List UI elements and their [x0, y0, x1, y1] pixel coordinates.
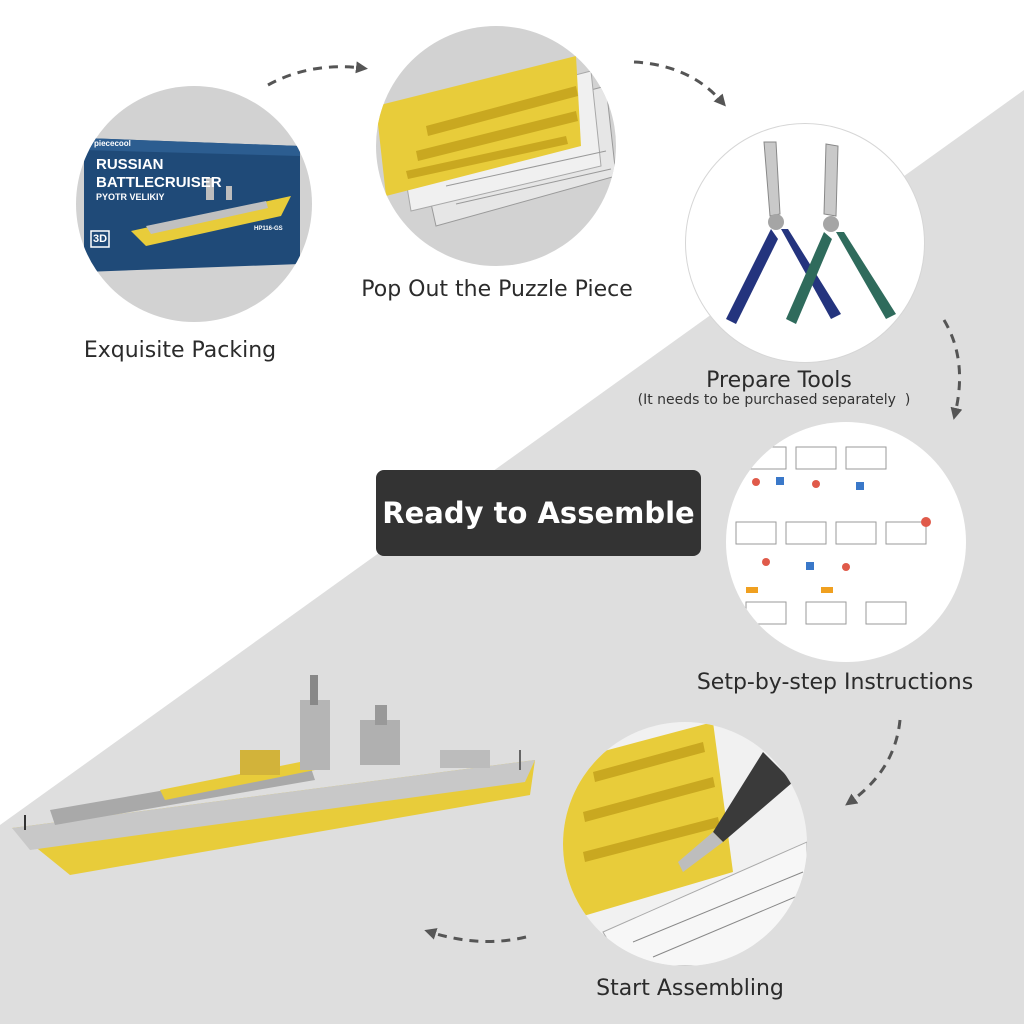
step-tools-image — [685, 123, 925, 363]
assembled-ship-model — [12, 675, 535, 875]
package-brand: piececool — [94, 139, 131, 148]
arrow-tools-to-instructions — [942, 319, 963, 420]
arrow-instructions-to-assembling — [845, 719, 902, 806]
arrow-assembling-to-ship — [424, 928, 527, 943]
step-pop-out-image — [376, 26, 616, 266]
metal-sheets-illustration — [376, 56, 616, 227]
step-instructions-image — [726, 422, 966, 662]
step-assembling-image — [563, 722, 807, 966]
pliers-icon — [726, 141, 896, 324]
assembling-illustration — [563, 722, 807, 966]
package-title-line2: BATTLECRUISER — [96, 174, 222, 191]
package-title-line1: RUSSIAN — [96, 156, 164, 173]
package-model-code: HP116-GS — [254, 226, 283, 232]
step-packing-label: Exquisite Packing — [83, 338, 277, 363]
step-tools-note: (It needs to be purchased separately ) — [637, 392, 911, 408]
ready-to-assemble-badge: Ready to Assemble — [376, 470, 701, 556]
step-assembling-label: Start Assembling — [596, 976, 784, 1001]
package-3d-badge: 3D — [93, 233, 108, 245]
package-subtitle: PYOTR VELIKIY — [96, 192, 165, 202]
step-tools-label: Prepare Tools — [706, 368, 852, 393]
step-packing-image: piececool RUSSIAN BATTLECRUISER PYOTR VE… — [76, 86, 312, 322]
arrow-packing-to-popout — [267, 61, 368, 87]
package-box-illustration — [84, 138, 300, 272]
step-instructions-label: Setp-by-step Instructions — [696, 670, 974, 695]
step-pop-out-label: Pop Out the Puzzle Piece — [361, 277, 633, 302]
arrow-popout-to-tools — [633, 60, 726, 107]
